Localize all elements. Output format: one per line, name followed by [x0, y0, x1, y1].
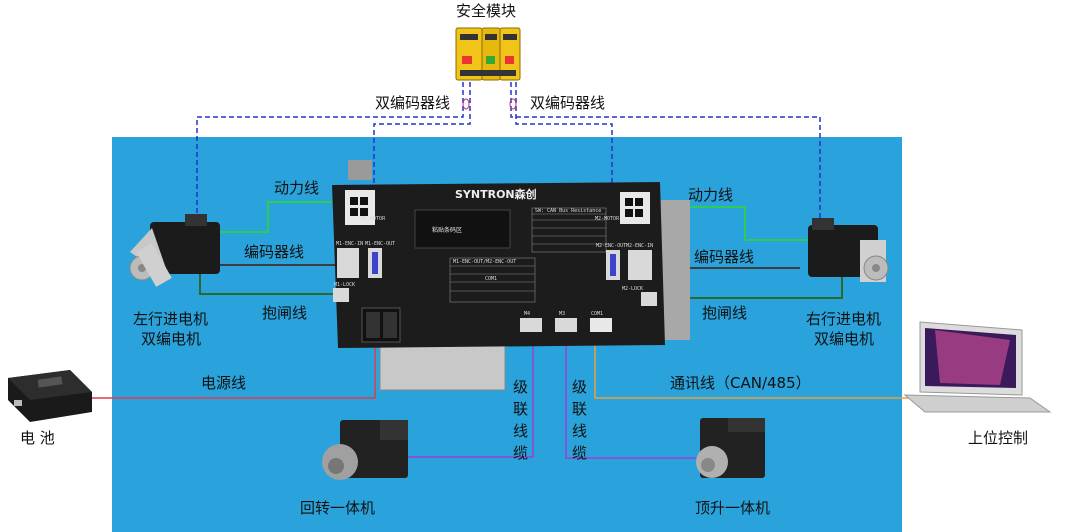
- lift-unit-device: [696, 418, 765, 478]
- m1-enc-in-label: M1-ENC-IN: [336, 241, 363, 247]
- power-supply-line-label: 电源线: [201, 374, 246, 392]
- cascade-label-right: 级 联 线 缆: [572, 378, 587, 462]
- left-motor-label-2: 双编电机: [141, 330, 201, 348]
- right-motor-label-1: 右行进电机: [806, 310, 881, 328]
- cascade-right-char: 级: [572, 378, 587, 396]
- rotary-unit-label: 回转一体机: [300, 499, 375, 517]
- encoder-line-label-right: 编码器线: [694, 248, 754, 266]
- can-table-title: SW: CAN Bus Resistance: [535, 208, 601, 214]
- cascade-right-char: 联: [572, 400, 587, 418]
- com1-table-title: COM1: [485, 276, 497, 282]
- m3-port-label: M3: [559, 311, 565, 317]
- enc-out-table-title: M1-ENC-OUT/M2-ENC-OUT: [453, 259, 516, 265]
- brake-line-right-wire: [655, 275, 843, 299]
- left-motor-label-1: 左行进电机: [133, 310, 208, 328]
- m1-motor-label: M1-MOTOR: [361, 216, 386, 222]
- sticker-area: 粘贴条码区: [432, 226, 462, 234]
- m1-enc-out-label: M1-ENC-OUT: [365, 241, 395, 247]
- comm-line-label: 通讯线（CAN/485）: [670, 374, 811, 392]
- cascade-left-char: 联: [513, 400, 528, 418]
- rotary-unit-device: [322, 420, 408, 480]
- power-line-left-wire: [193, 201, 344, 233]
- right-motor-device: [808, 218, 889, 282]
- m2-lock-label: M2-LOCK: [622, 286, 643, 292]
- cascade-left-char: 级: [513, 378, 528, 396]
- com1-port-label: COM1: [591, 311, 603, 317]
- m2-enc-in-label: M2-ENC-IN: [626, 243, 653, 249]
- left-motor-device: [129, 214, 220, 287]
- controller-device: SYNTRON森创 粘贴条码区 SW: CAN Bus Resistance M…: [332, 160, 690, 391]
- power-line-label-right: 动力线: [688, 186, 733, 204]
- cascade-line-right-wire: [565, 330, 705, 459]
- dual-encoder-label-right: 双编码器线: [530, 94, 605, 112]
- cascade-left-char: 线: [513, 422, 528, 440]
- m2-enc-out-label: M2-ENC-OUT: [596, 243, 626, 249]
- comm-line-wire: [594, 337, 940, 399]
- host-control-label: 上位控制: [968, 429, 1028, 447]
- power-supply-wire: [92, 336, 376, 399]
- safety-module-device: [455, 27, 521, 81]
- laptop-device: [903, 321, 1052, 413]
- cascade-line-left-wire: [400, 330, 534, 458]
- battery-label: 电 池: [20, 429, 55, 447]
- brake-line-label-right: 抱闸线: [702, 304, 747, 322]
- cascade-left-char: 缆: [513, 444, 528, 462]
- cascade-right-char: 线: [572, 422, 587, 440]
- lift-unit-label: 顶升一体机: [695, 499, 770, 517]
- safety-module-label: 安全模块: [456, 2, 516, 20]
- encoder-line-label-left: 编码器线: [244, 243, 304, 261]
- m1-lock-label: M1-LOCK: [334, 282, 355, 288]
- battery-device: [8, 370, 92, 422]
- brake-line-label-left: 抱闸线: [262, 304, 307, 322]
- m4-port-label: M4: [524, 311, 530, 317]
- right-motor-label-2: 双编电机: [814, 330, 874, 348]
- brake-line-left-wire: [199, 268, 336, 295]
- power-line-label-left: 动力线: [274, 179, 319, 197]
- controller-brand: SYNTRON森创: [455, 187, 537, 201]
- dual-encoder-label-left: 双编码器线: [375, 94, 450, 112]
- cascade-right-char: 缆: [572, 444, 587, 462]
- m2-motor-label: M2-MOTOR: [595, 216, 620, 222]
- cascade-label-left: 级 联 线 缆: [513, 378, 528, 462]
